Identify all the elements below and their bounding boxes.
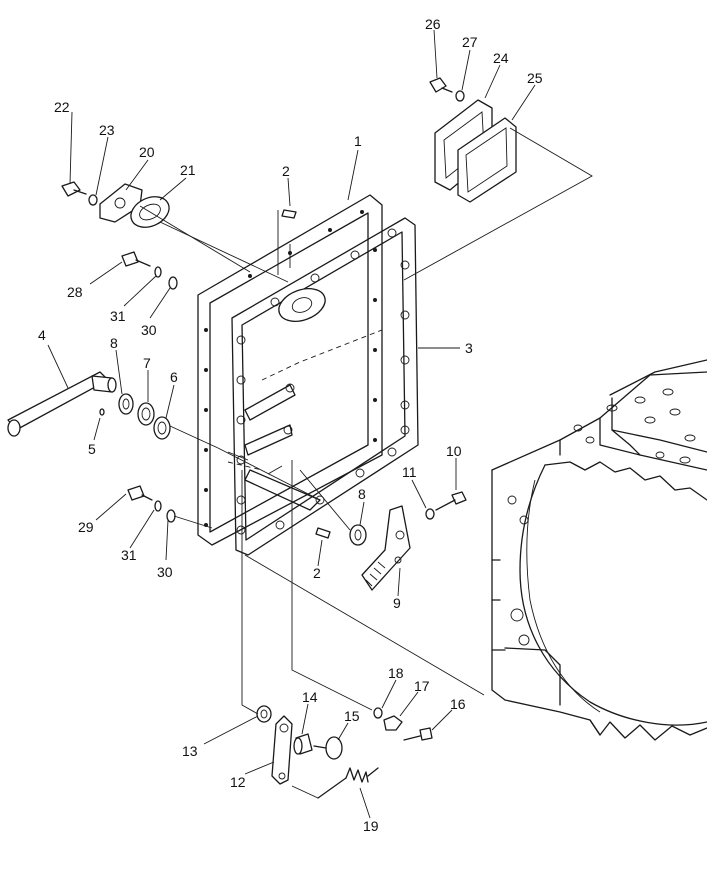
bushing-14 — [293, 733, 313, 755]
flywheel-housing — [491, 359, 707, 741]
label-part-11: 11 — [402, 464, 417, 480]
label-part-30: 30 — [157, 564, 173, 580]
gasket-25 — [457, 117, 517, 203]
label-part-27: 27 — [462, 34, 478, 50]
bolt-29 — [127, 485, 153, 501]
dowel-pin-2-lower — [315, 527, 331, 539]
label-part-25: 25 — [527, 70, 543, 86]
label-part-8: 8 — [358, 486, 366, 502]
washer-11 — [425, 508, 435, 520]
label-part-29: 29 — [78, 519, 94, 535]
nut-17 — [383, 715, 403, 731]
lever-4 — [7, 371, 117, 437]
label-part-5: 5 — [88, 441, 96, 457]
bolt-28 — [121, 251, 151, 267]
bearing-7 — [137, 402, 155, 426]
lock-washer-31-lower — [154, 500, 162, 512]
label-part-15: 15 — [344, 708, 360, 724]
label-part-31: 31 — [121, 547, 137, 563]
label-part-19: 19 — [363, 818, 379, 834]
seal-8-upper — [118, 393, 134, 415]
bolt-10 — [435, 491, 467, 511]
bearing-6 — [153, 416, 171, 440]
label-part-17: 17 — [414, 678, 430, 694]
callout-leaders — [47, 29, 536, 819]
bolt-16 — [403, 727, 433, 741]
gasket-3 — [231, 217, 419, 556]
label-part-10: 10 — [446, 443, 462, 459]
cover-plate-1 — [197, 194, 383, 546]
knob-15 — [313, 736, 343, 760]
label-part-9: 9 — [393, 595, 401, 611]
label-part-20: 20 — [139, 144, 155, 160]
spring-19 — [317, 767, 379, 799]
label-part-2: 2 — [313, 565, 321, 581]
label-part-26: 26 — [425, 16, 441, 32]
seal-8-lower — [349, 524, 367, 546]
bolt-22 — [61, 181, 87, 197]
label-part-16: 16 — [450, 696, 466, 712]
label-part-18: 18 — [388, 665, 404, 681]
oval-flange — [278, 288, 326, 322]
label-part-22: 22 — [54, 99, 70, 115]
label-part-30: 30 — [141, 322, 157, 338]
part-labels: 1 2 2 3 4 5 6 7 8 8 9 10 11 12 13 14 15 … — [38, 16, 543, 834]
washer-30-upper — [168, 276, 178, 290]
label-part-1: 1 — [354, 133, 362, 149]
label-part-23: 23 — [99, 122, 115, 138]
label-part-3: 3 — [465, 340, 473, 356]
label-part-21: 21 — [180, 162, 196, 178]
assembly-lines — [139, 127, 593, 799]
washer-13 — [256, 705, 272, 723]
label-part-13: 13 — [182, 743, 198, 759]
sector-lever-9 — [361, 505, 411, 591]
label-part-2: 2 — [282, 163, 290, 179]
label-part-12: 12 — [230, 774, 246, 790]
label-part-24: 24 — [493, 50, 509, 66]
label-part-6: 6 — [170, 369, 178, 385]
inner-linkage — [244, 383, 321, 511]
lock-washer-31-upper — [154, 266, 162, 278]
pin-5 — [99, 408, 105, 416]
arm-12 — [271, 715, 293, 785]
label-part-4: 4 — [38, 327, 46, 343]
label-part-8: 8 — [110, 335, 118, 351]
label-part-28: 28 — [67, 284, 83, 300]
label-part-14: 14 — [302, 689, 318, 705]
washer-27 — [455, 90, 465, 102]
dowel-pin-2-upper — [281, 209, 297, 219]
label-part-31: 31 — [110, 308, 126, 324]
label-part-7: 7 — [143, 355, 151, 371]
washer-18 — [373, 707, 383, 719]
bolt-26 — [429, 77, 453, 93]
washer-23 — [88, 194, 98, 206]
